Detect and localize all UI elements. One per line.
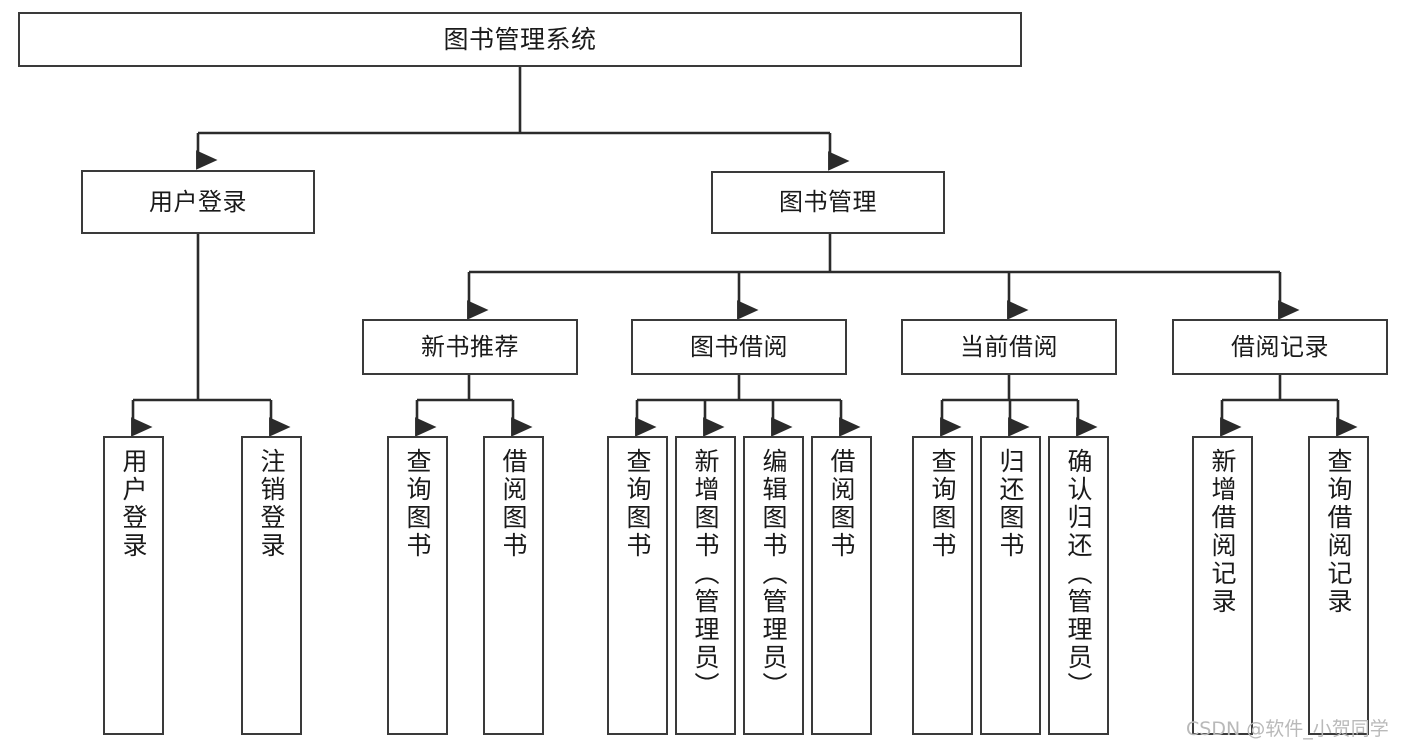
node-leaf-add-book-admin[interactable]: 新增图书（管理员） [675, 436, 736, 735]
node-label: 借阅图书 [827, 448, 856, 560]
node-leaf-logout[interactable]: 注销登录 [241, 436, 302, 735]
node-leaf-add-borrow-record[interactable]: 新增借阅记录 [1192, 436, 1253, 735]
node-label: 用户登录 [119, 448, 148, 560]
node-book-management[interactable]: 图书管理 [711, 171, 945, 234]
node-label: 当前借阅 [960, 332, 1058, 361]
node-label: 图书管理 [779, 188, 877, 217]
node-label: 查询图书 [403, 448, 432, 560]
node-leaf-borrow-book[interactable]: 借阅图书 [811, 436, 872, 735]
node-leaf-confirm-return-admin[interactable]: 确认归还（管理员） [1048, 436, 1109, 735]
node-root-book-management-system[interactable]: 图书管理系统 [18, 12, 1022, 67]
node-label: 图书管理系统 [443, 24, 597, 54]
csdn-watermark: CSDN @软件_小贺同学 [1186, 718, 1389, 740]
node-new-book-recommend[interactable]: 新书推荐 [362, 319, 578, 375]
node-label: 查询借阅记录 [1324, 448, 1353, 616]
node-leaf-edit-book-admin[interactable]: 编辑图书（管理员） [743, 436, 804, 735]
node-label: 查询图书 [928, 448, 957, 560]
node-label: 归还图书 [996, 448, 1025, 560]
node-label: 借阅图书 [499, 448, 528, 560]
node-leaf-borrow-book-newbook[interactable]: 借阅图书 [483, 436, 544, 735]
node-label: 借阅记录 [1231, 332, 1329, 361]
node-label: 图书借阅 [690, 332, 788, 361]
node-leaf-return-book[interactable]: 归还图书 [980, 436, 1041, 735]
node-label: 注销登录 [257, 448, 286, 560]
node-label: 用户登录 [149, 187, 247, 216]
node-label: 编辑图书（管理员） [759, 448, 788, 700]
node-label: 新增图书（管理员） [691, 448, 720, 700]
node-user-login[interactable]: 用户登录 [81, 170, 315, 234]
node-leaf-user-login[interactable]: 用户登录 [103, 436, 164, 735]
node-label: 新增借阅记录 [1208, 448, 1237, 616]
node-leaf-query-borrow-record[interactable]: 查询借阅记录 [1308, 436, 1369, 735]
node-label: 查询图书 [623, 448, 652, 560]
node-leaf-query-book-borrow[interactable]: 查询图书 [607, 436, 668, 735]
node-book-borrow[interactable]: 图书借阅 [631, 319, 847, 375]
node-label: 新书推荐 [421, 332, 519, 361]
node-label: 确认归还（管理员） [1064, 448, 1093, 700]
node-current-borrow[interactable]: 当前借阅 [901, 319, 1117, 375]
node-leaf-query-book-current[interactable]: 查询图书 [912, 436, 973, 735]
node-borrow-record[interactable]: 借阅记录 [1172, 319, 1388, 375]
node-leaf-query-book-newbook[interactable]: 查询图书 [387, 436, 448, 735]
